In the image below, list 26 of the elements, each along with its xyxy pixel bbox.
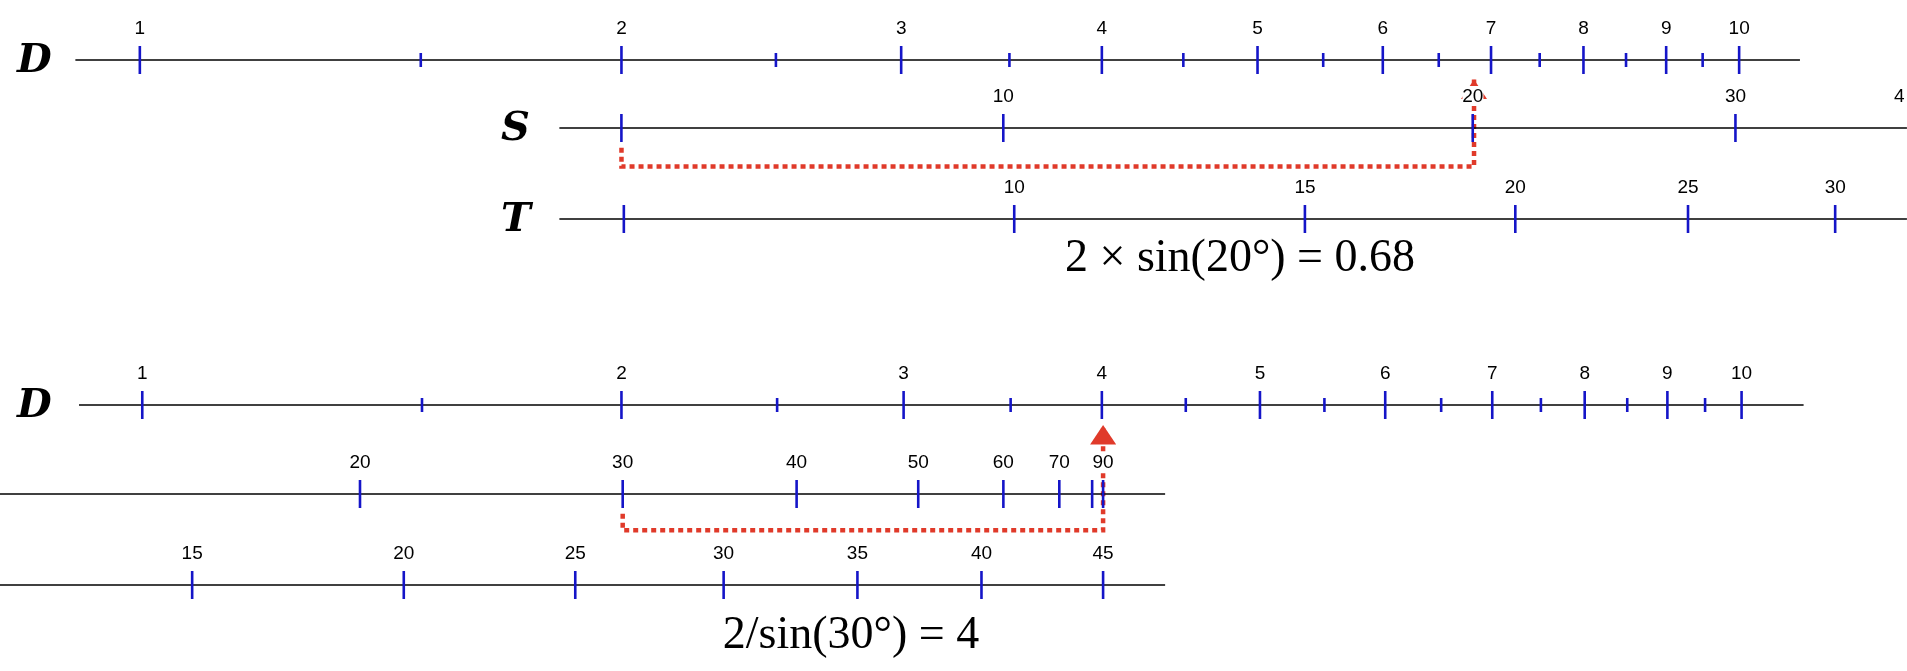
scale-name: D (17, 37, 52, 78)
dashed-arrow (620, 425, 1117, 533)
tick-label: 8 (1579, 363, 1590, 382)
tick-label: 6 (1379, 363, 1391, 382)
tick-label: 9 (1662, 363, 1673, 382)
formula: 2/sin(30°) = 4 (722, 610, 980, 656)
tick-label: 5 (1254, 363, 1266, 382)
tick-label: 3 (898, 363, 909, 382)
tick-label: 2 (616, 363, 627, 382)
tick-label: 4 (1096, 363, 1108, 382)
tick-label: 7 (1487, 363, 1498, 382)
tick-label: 15 (181, 543, 203, 562)
tick-label: 20 (1462, 85, 1484, 105)
tick-label: 10 (1731, 363, 1753, 382)
dashed-arrow (619, 79, 1488, 169)
tick-label: 45 (1092, 543, 1114, 562)
tick-label: 20 (393, 543, 415, 562)
tick-label: 40 (970, 543, 993, 562)
tick-label: 30 (713, 543, 735, 562)
scale-name: D (17, 383, 52, 423)
scale-name: S (501, 105, 530, 146)
tick-label: 1 (137, 363, 148, 382)
scale-name: T (501, 196, 531, 237)
tick-label: 35 (846, 543, 868, 562)
tick-label: 25 (564, 543, 586, 562)
formula: 2 × sin(20°) = 0.68 (1064, 233, 1416, 279)
